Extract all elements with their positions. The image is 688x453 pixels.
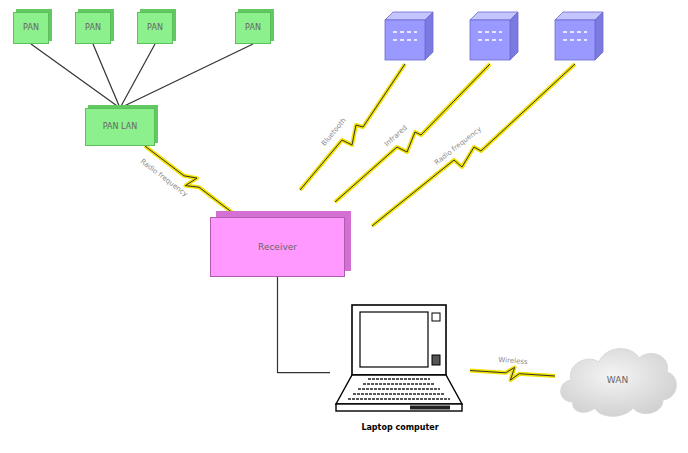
device-cube (470, 12, 518, 60)
wireless-link (300, 64, 405, 190)
device-cube (555, 12, 603, 60)
wireless-link (335, 64, 490, 202)
node-text: PAN (23, 23, 39, 32)
link-label: Radio frequency (139, 157, 191, 199)
node-text: Laptop computer (361, 423, 438, 432)
wireless-link (470, 367, 555, 380)
link-label: Infrared (382, 123, 409, 149)
connector-line (120, 44, 253, 108)
pan-box: PAN (13, 12, 49, 44)
node-text: PAN (147, 23, 163, 32)
hub-box: PAN LAN (85, 108, 155, 146)
node-text: PAN (245, 23, 261, 32)
node-text: Receiver (258, 242, 297, 252)
node-text: PAN (85, 23, 101, 32)
receiver-box: Receiver (210, 217, 345, 277)
connector-line (31, 44, 120, 108)
device-cube (385, 12, 433, 60)
pan-box: PAN (75, 12, 111, 44)
node-text: WAN (607, 375, 628, 385)
laptop-computer: Laptop computer (330, 300, 470, 432)
node-text: PAN LAN (103, 122, 137, 131)
connector-line (120, 44, 155, 108)
connector-line (278, 277, 331, 373)
wireless-link (372, 64, 575, 226)
link-label: Bluetooth (319, 116, 348, 149)
laptop-drawing (330, 300, 470, 432)
connector-line (93, 44, 120, 108)
pan-box: PAN (137, 12, 173, 44)
pan-box: PAN (235, 12, 271, 44)
wireless-link (145, 146, 238, 217)
wan-cloud: WAN (555, 340, 680, 420)
link-label: Wireless (497, 356, 529, 366)
